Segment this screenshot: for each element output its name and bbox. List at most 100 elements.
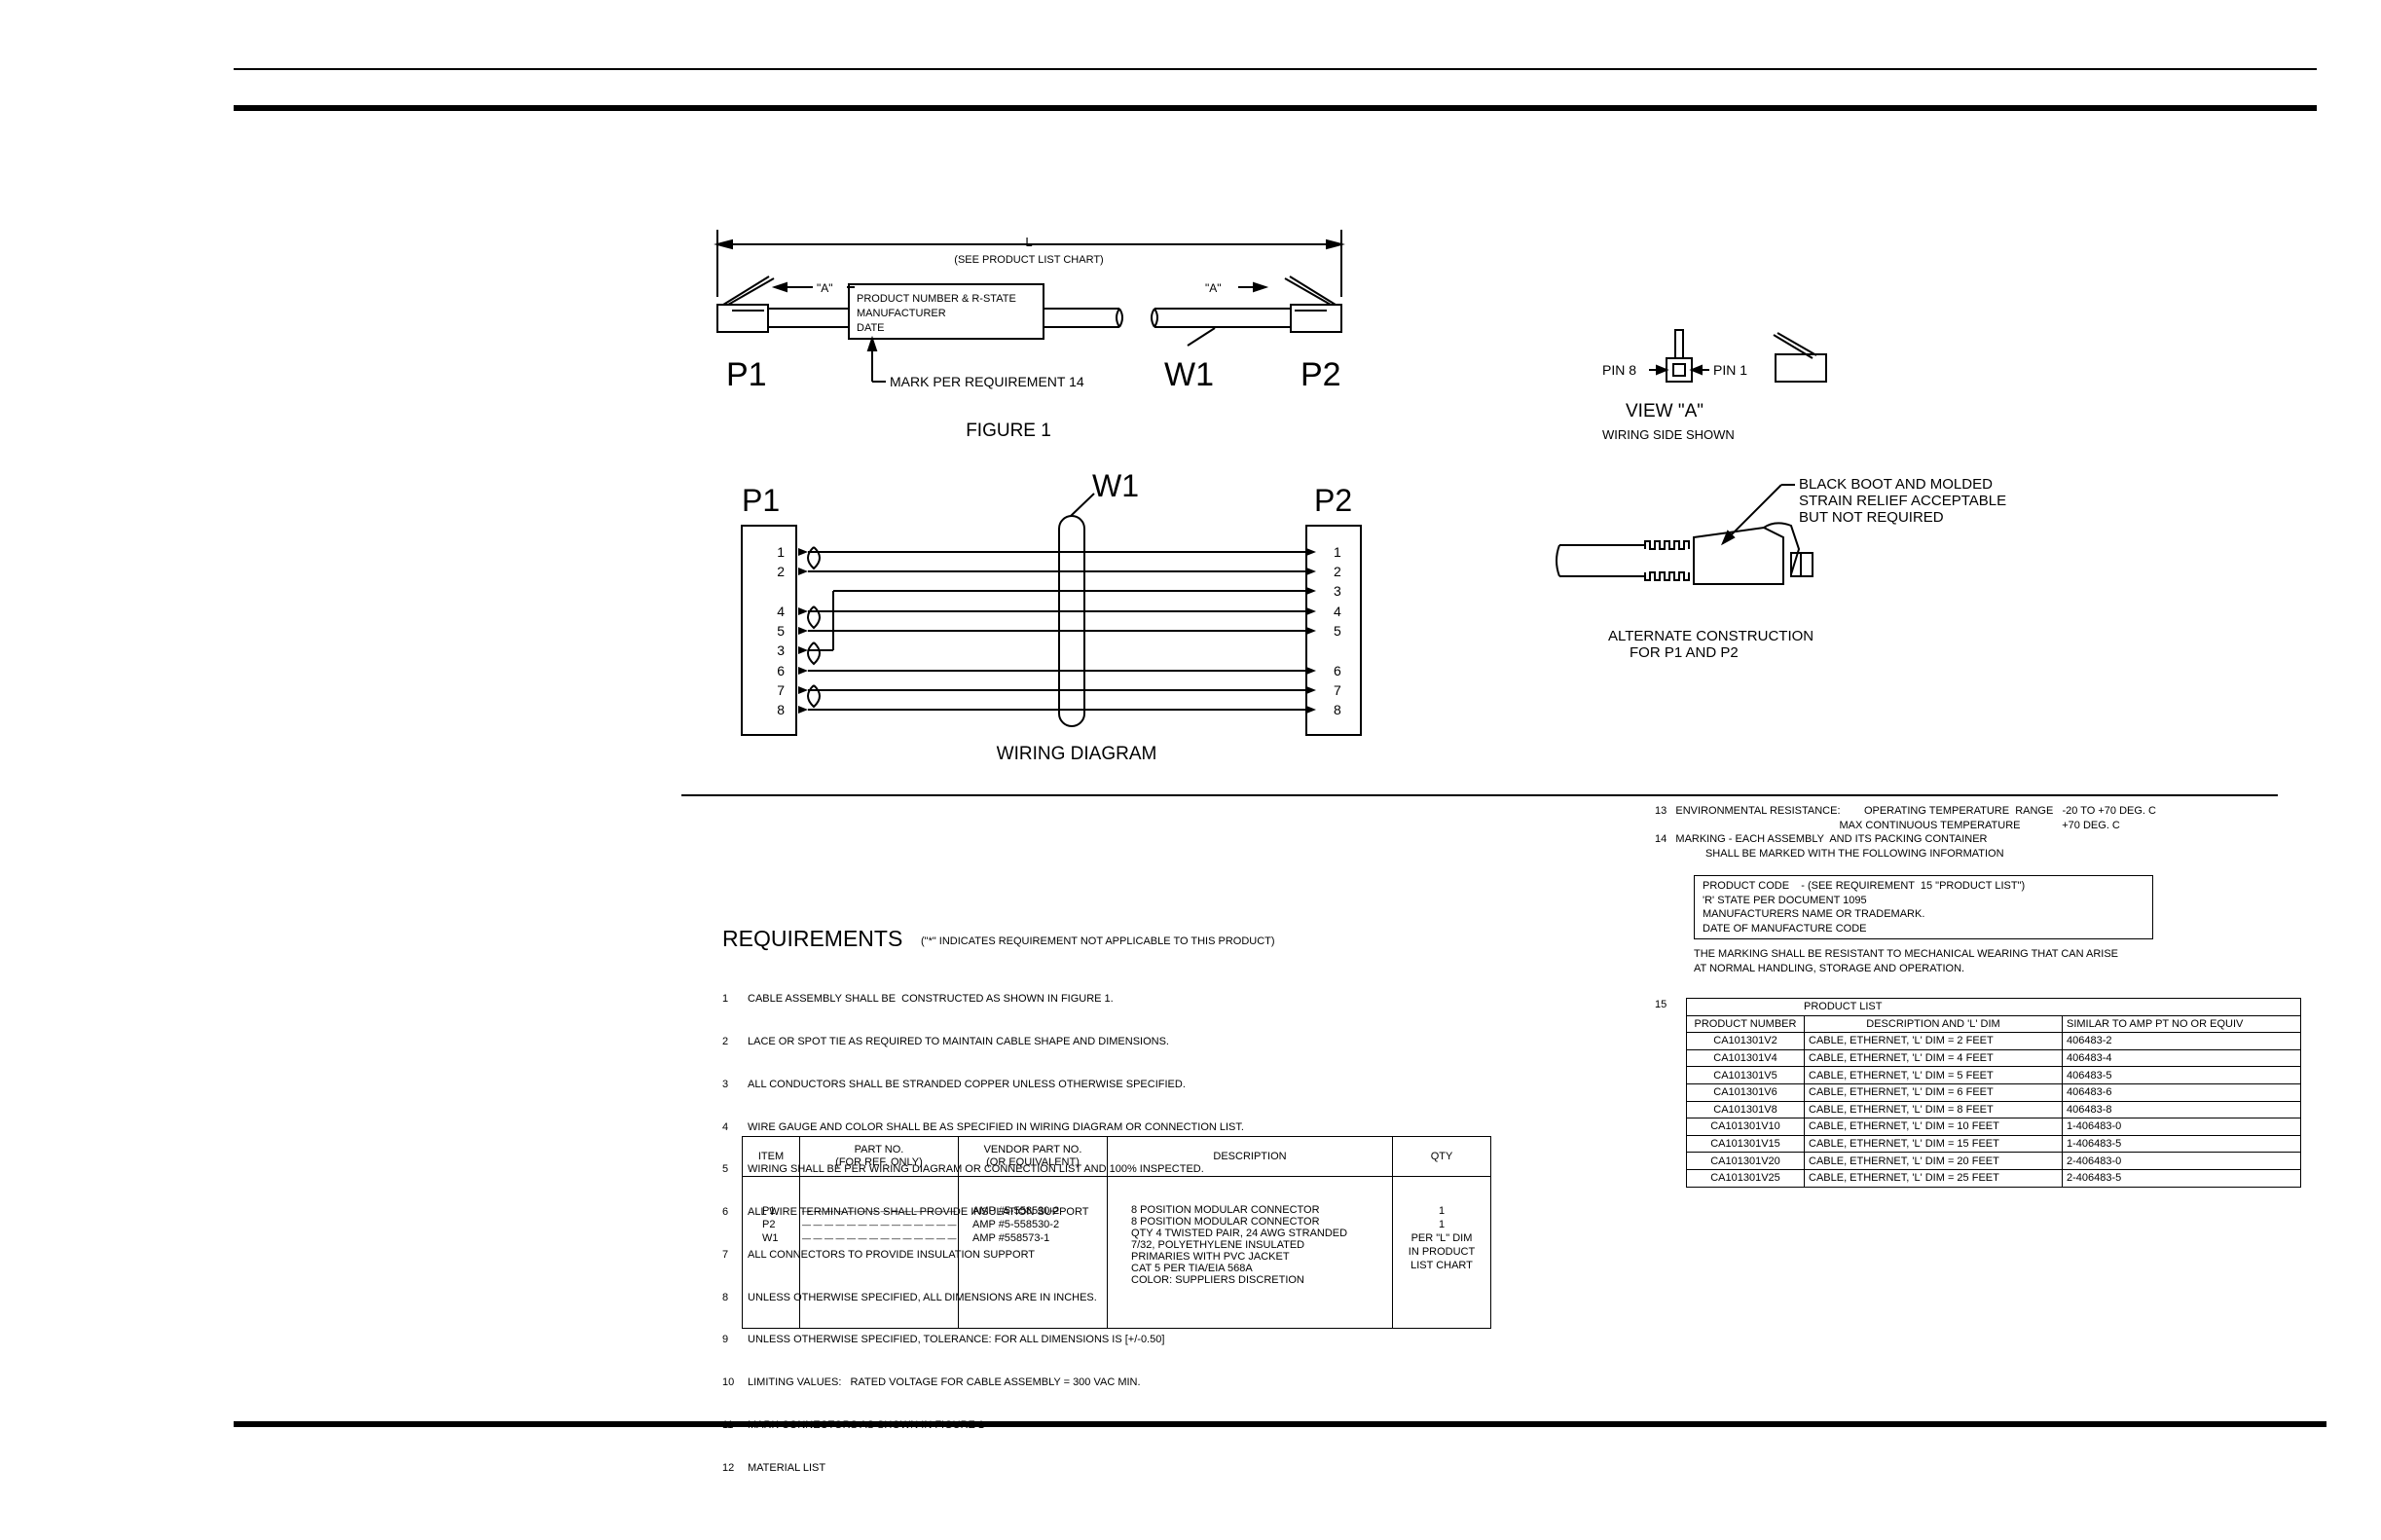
- requirement-text: WIRE GAUGE AND COLOR SHALL BE AS SPECIFI…: [748, 1120, 1244, 1133]
- wiring-diagram-caption: WIRING DIAGRAM: [997, 744, 1157, 764]
- left-pin: 7: [777, 682, 785, 698]
- col-part: PART NO. (FOR REF. ONLY): [799, 1136, 959, 1177]
- item-cell: P1 P2 W1: [742, 1176, 800, 1329]
- fig1-w1-label: W1: [1164, 356, 1214, 393]
- requirement-number: 11: [722, 1419, 734, 1431]
- product-number-cell: CA101301V4: [1686, 1048, 1805, 1068]
- description-cell: CABLE, ETHERNET, 'L' DIM = 2 FEET: [1804, 1032, 2063, 1050]
- label-box-line-2: MANUFACTURER: [857, 308, 946, 319]
- view-a-subtitle: WIRING SIDE SHOWN: [1602, 427, 1735, 442]
- wiring-w1-label: W1: [1092, 468, 1139, 503]
- product-number-cell: CA101301V6: [1686, 1082, 1805, 1102]
- left-pin: 4: [777, 604, 785, 619]
- description-cell: CABLE, ETHERNET, 'L' DIM = 10 FEET: [1804, 1118, 2063, 1136]
- product-number-cell: CA101301V10: [1686, 1118, 1805, 1136]
- requirement-number: 3: [722, 1078, 729, 1090]
- mark-note: MARK PER REQUIREMENT 14: [890, 374, 1084, 389]
- environment-and-marking-text: 13 ENVIRONMENTAL RESISTANCE: OPERATING T…: [1655, 805, 2156, 860]
- view-a-title: VIEW "A": [1626, 401, 1703, 422]
- product-number-cell: CA101301V25: [1686, 1168, 1805, 1188]
- bottom-thick-rule: [234, 1421, 2326, 1427]
- dim-note: (SEE PRODUCT LIST CHART): [954, 254, 1103, 266]
- left-pin: 6: [777, 663, 785, 678]
- description-cell: CABLE, ETHERNET, 'L' DIM = 4 FEET: [1804, 1048, 2063, 1068]
- product-number-cell: CA101301V2: [1686, 1032, 1805, 1050]
- requirement-number: 7: [722, 1248, 729, 1261]
- description-cell: CABLE, ETHERNET, 'L' DIM = 25 FEET: [1804, 1168, 2063, 1188]
- label-box-line-3: DATE: [857, 322, 885, 334]
- right-pin: 1: [1334, 544, 1341, 560]
- top-thick-rule: [234, 105, 2317, 111]
- right-pin: 4: [1334, 604, 1341, 619]
- material-list-table: ITEM PART NO. (FOR REF. ONLY) VENDOR PAR…: [742, 1136, 1491, 1329]
- product-number-cell: CA101301V5: [1686, 1066, 1805, 1084]
- col-item: ITEM: [742, 1136, 800, 1177]
- label-box-line-1: PRODUCT NUMBER & R-STATE: [857, 293, 1016, 305]
- requirement-item: 4 WIRE GAUGE AND COLOR SHALL BE AS SPECIF…: [722, 1120, 1244, 1135]
- requirement-number: 8: [722, 1291, 729, 1303]
- left-pin: 1: [777, 544, 785, 560]
- similar-part-cell: 2-406483-0: [2062, 1152, 2301, 1170]
- requirements-note: ("*" INDICATES REQUIREMENT NOT APPLICABL…: [921, 935, 1275, 947]
- vendor-cell: AMP #5-558530-2 AMP #5-558530-2 AMP #558…: [958, 1176, 1108, 1329]
- qty-cell: 1 1 PER "L" DIM IN PRODUCT LIST CHART: [1392, 1176, 1491, 1329]
- requirement-number: 12: [722, 1461, 735, 1474]
- requirement-item: 11 MARK CONNECTORS AS SHOWN IN FIGURE 1: [722, 1418, 1244, 1433]
- similar-part-cell: 2-406483-5: [2062, 1168, 2301, 1188]
- requirement-number: 4: [722, 1120, 729, 1133]
- right-pin: 7: [1334, 682, 1341, 698]
- requirement-text: MARK CONNECTORS AS SHOWN IN FIGURE 1: [748, 1419, 985, 1431]
- left-pin: 5: [777, 623, 785, 639]
- requirement-text: UNLESS OTHERWISE SPECIFIED, TOLERANCE: F…: [748, 1334, 1165, 1346]
- alt-note-line-3: BUT NOT REQUIRED: [1799, 509, 1944, 526]
- dim-label-l: L: [1025, 235, 1032, 249]
- product-list-title-row: PRODUCT LIST: [1686, 998, 2301, 1016]
- requirement-number: 2: [722, 1035, 729, 1047]
- header-similar: SIMILAR TO AMP PT NO OR EQUIV: [2062, 1014, 2301, 1034]
- similar-part-cell: 1-406483-5: [2062, 1134, 2301, 1154]
- description-cell: CABLE, ETHERNET, 'L' DIM = 5 FEET: [1804, 1066, 2063, 1084]
- requirement-number: 6: [722, 1206, 729, 1219]
- wiring-p1-label: P1: [742, 483, 780, 518]
- pin1-label: PIN 1: [1713, 362, 1747, 378]
- section-divider: [681, 794, 2278, 796]
- similar-part-cell: 406483-8: [2062, 1100, 2301, 1119]
- marking-info-box: PRODUCT CODE - (SEE REQUIREMENT 15 "PROD…: [1694, 875, 2153, 939]
- col-vendor: VENDOR PART NO. (OR EQUIVALENT): [958, 1136, 1108, 1177]
- a-label-left: "A": [817, 281, 833, 295]
- part-cell: — — — — — — — — — — — — — — — — — — — — …: [799, 1176, 959, 1329]
- product-number-cell: CA101301V15: [1686, 1134, 1805, 1154]
- left-pin: 8: [777, 702, 785, 717]
- alt-caption-line-1: ALTERNATE CONSTRUCTION: [1608, 628, 1813, 644]
- description-cell: CABLE, ETHERNET, 'L' DIM = 15 FEET: [1804, 1134, 2063, 1154]
- product-list-title: PRODUCT LIST: [1686, 998, 2301, 1016]
- description-cell: CABLE, ETHERNET, 'L' DIM = 8 FEET: [1804, 1100, 2063, 1119]
- right-pin: 2: [1334, 564, 1341, 579]
- fig1-p1-label: P1: [726, 356, 767, 393]
- requirement-text: CABLE ASSEMBLY SHALL BE CONSTRUCTED AS S…: [748, 993, 1114, 1006]
- left-pin-labels: 1 2 4 5 3 6 7 8: [777, 544, 785, 717]
- alt-note-line-1: BLACK BOOT AND MOLDED: [1799, 476, 1993, 493]
- left-pin: 2: [777, 564, 785, 579]
- header-description: DESCRIPTION AND 'L' DIM: [1804, 1014, 2063, 1034]
- top-thin-rule: [234, 68, 2317, 70]
- requirement-text: LIMITING VALUES: RATED VOLTAGE FOR CABLE…: [748, 1376, 1141, 1389]
- requirement-text: ALL CONDUCTORS SHALL BE STRANDED COPPER …: [748, 1078, 1186, 1090]
- fig1-p2-label: P2: [1300, 356, 1341, 393]
- right-pin: 6: [1334, 663, 1341, 678]
- right-pin: 3: [1334, 583, 1341, 599]
- header-product-number: PRODUCT NUMBER: [1686, 1014, 1805, 1034]
- requirements-title: REQUIREMENTS: [722, 926, 902, 951]
- product-number-cell: CA101301V8: [1686, 1100, 1805, 1119]
- pin8-label: PIN 8: [1602, 362, 1636, 378]
